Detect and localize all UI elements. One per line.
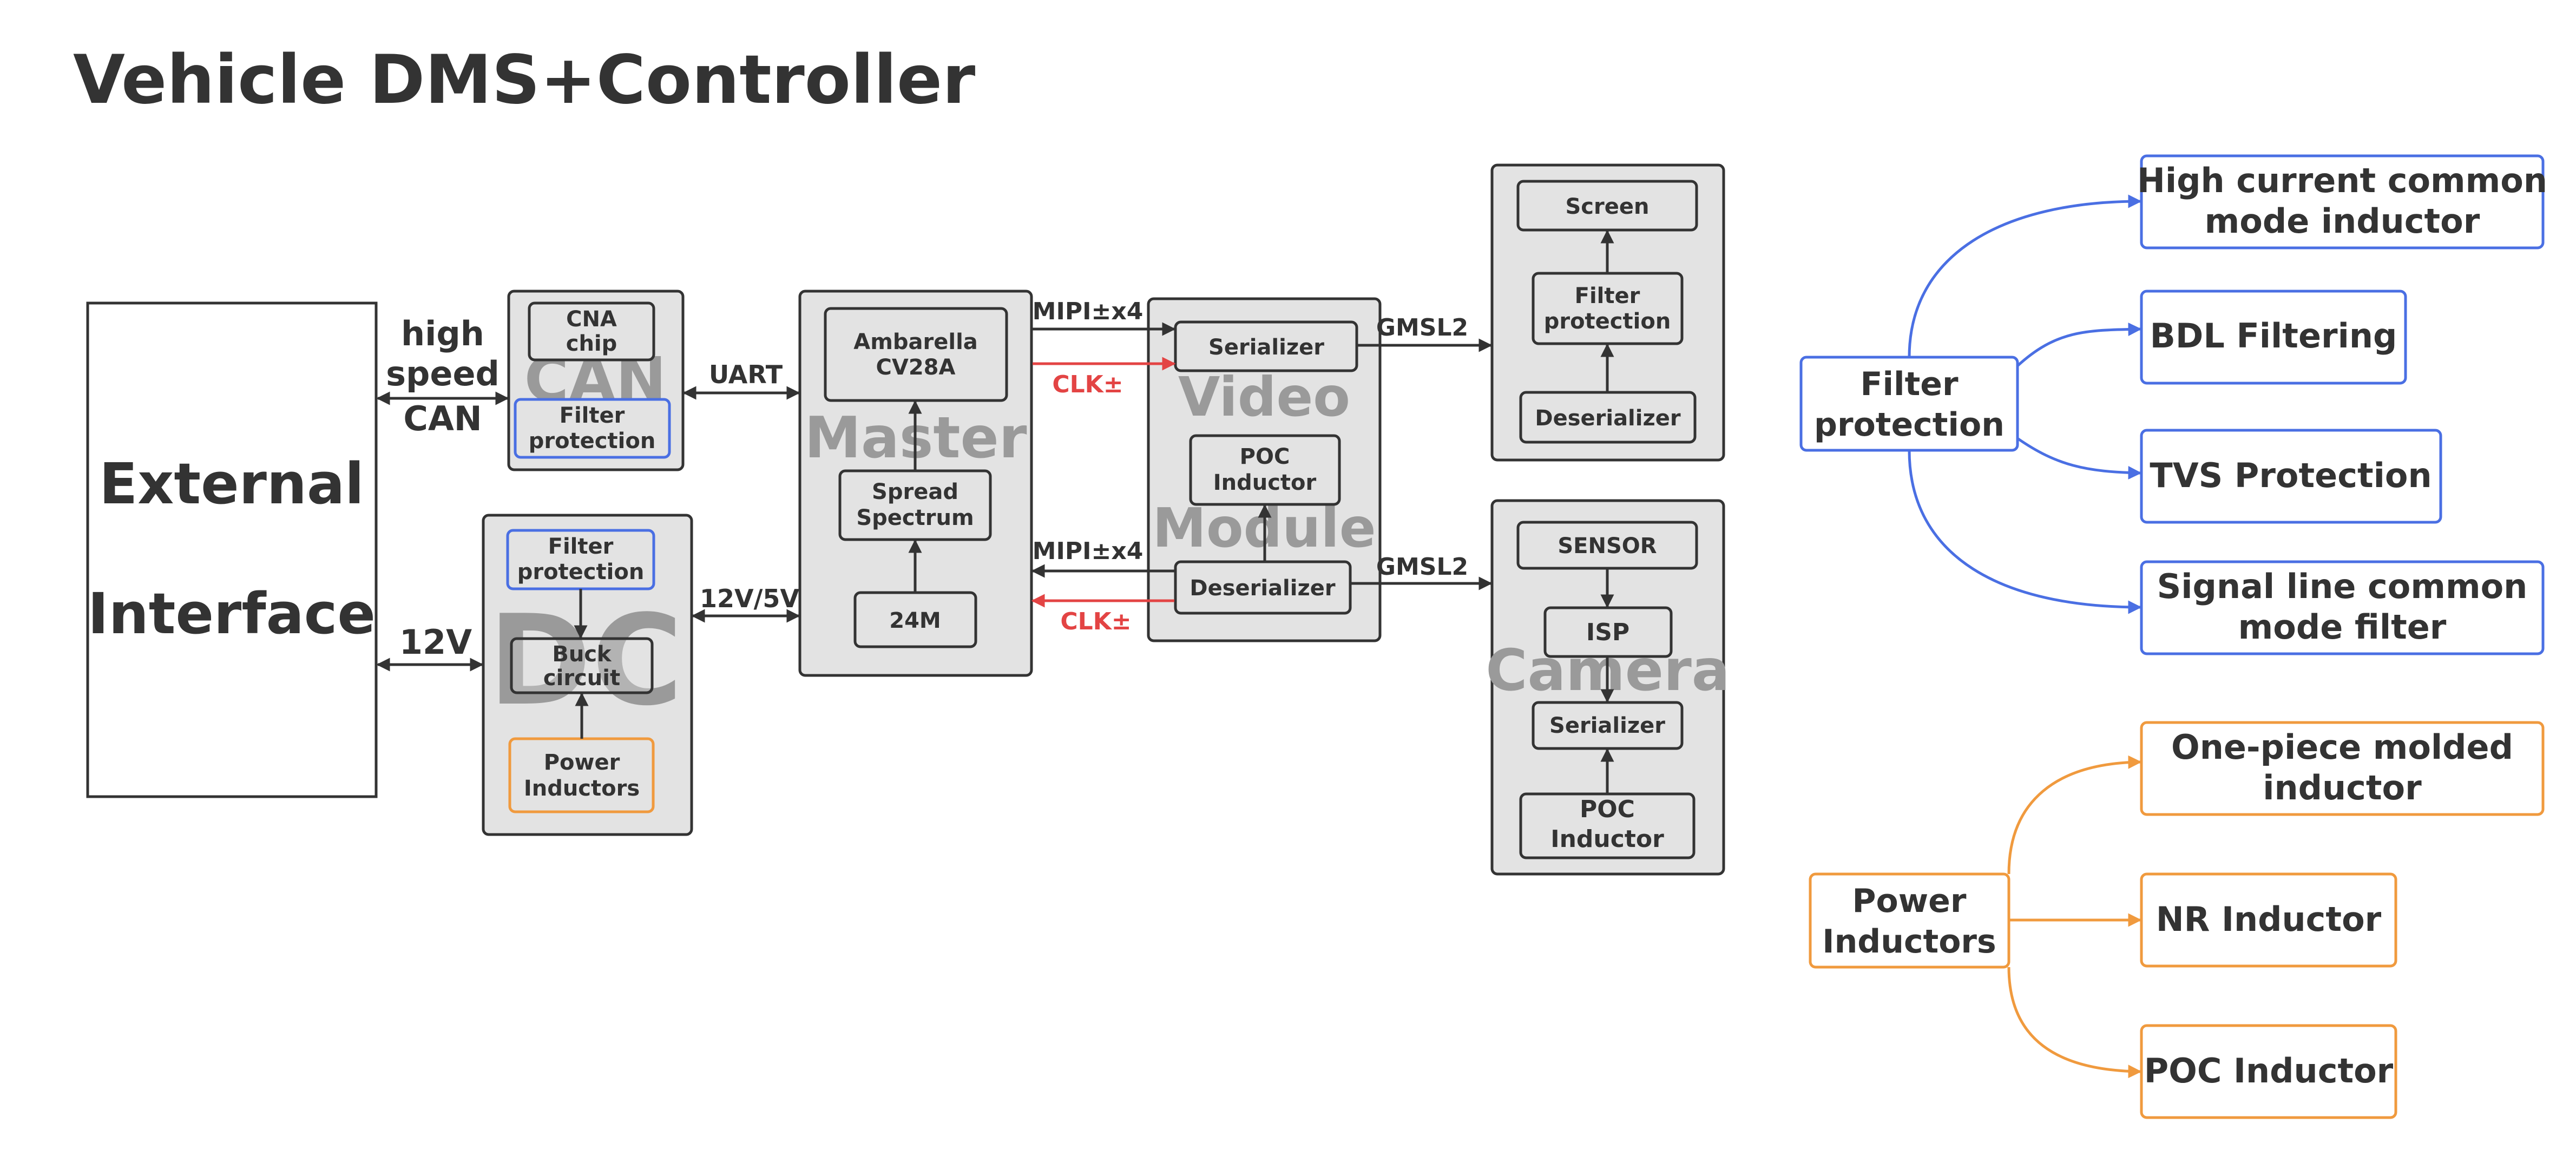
legend-filter-root-label-1: Filter	[1860, 365, 1958, 403]
link-can-label-2: speed	[386, 354, 500, 393]
clock-24m-label: 24M	[889, 608, 941, 633]
buck-label-2: circuit	[543, 666, 620, 691]
legend-filter-item-4	[2140, 560, 2545, 655]
screen-filter-label-1: Filter	[1575, 284, 1640, 308]
soc-label-1: Ambarella	[853, 330, 978, 354]
legend-power-item-3-label: POC Inductor	[2144, 1051, 2394, 1091]
can-filter-label-2: protection	[529, 429, 656, 454]
soc-label-2: CV28A	[876, 355, 956, 380]
legend-power-root-label-2: Inductors	[1822, 923, 1996, 961]
legend-filter-connector-2	[2016, 322, 2142, 367]
dc-filter-label-2: protection	[517, 560, 645, 584]
external-interface-label-2: Interface	[88, 581, 376, 647]
dc-watermark: DC	[488, 589, 683, 733]
legend-filter-connector-4	[1908, 450, 2142, 614]
spread-label-1: Spread	[872, 480, 958, 504]
dc-inductors-label-1: Power	[544, 750, 620, 775]
legend-power-connector-3	[2007, 967, 2142, 1079]
legend-power-item-2-label: NR Inductor	[2156, 899, 2382, 939]
can-chip-block	[528, 301, 655, 362]
legend-filter-item-3	[2140, 429, 2442, 524]
legend-filter-item-4-label-2: mode filter	[2238, 607, 2447, 647]
legend-filter-root-label-2: protection	[1814, 406, 2005, 444]
link-can-label-3: CAN	[403, 399, 482, 438]
legend-filter-item-1-label-1: High current common	[2137, 161, 2547, 200]
isp-label: ISP	[1586, 619, 1629, 646]
screen-label: Screen	[1566, 194, 1650, 219]
legend-filter-connector-1	[1908, 194, 2142, 358]
external-interface-block	[86, 301, 378, 798]
link-mipi-bottom-label: MIPI±x4	[1033, 537, 1144, 565]
link-12v-label: 12V	[399, 622, 472, 662]
legend-power-item-3	[2140, 1024, 2397, 1119]
video-deserializer-block	[1174, 560, 1352, 615]
can-filter-label-1: Filter	[560, 403, 625, 428]
camera-poc-label-1: POC	[1580, 796, 1635, 823]
link-mipi-top-label: MIPI±x4	[1033, 298, 1144, 325]
legend-filter-item-1	[2140, 154, 2545, 249]
can-chip-label-2: chip	[566, 331, 617, 356]
link-clk-bottom-label: CLK±	[1060, 608, 1131, 635]
video-watermark-1: Video	[1178, 365, 1350, 429]
video-poc-label-1: POC	[1240, 444, 1290, 469]
dc-filter-label-1: Filter	[548, 534, 614, 559]
legend-power-item-1-label-1: One-piece molded	[2171, 727, 2513, 767]
soc-block	[824, 307, 1008, 402]
legend-power-root-label-1: Power	[1852, 882, 1967, 920]
legend-filter-item-2-label: BDL Filtering	[2150, 316, 2397, 356]
legend-power-item-1	[2140, 721, 2545, 816]
legend-filter-item-4-label-1: Signal line common	[2157, 567, 2528, 606]
page-title: Vehicle DMS+Controller	[73, 41, 975, 119]
legend-power-connector-1	[2007, 755, 2142, 875]
spread-label-2: Spectrum	[856, 505, 974, 530]
video-serializer-label: Serializer	[1208, 335, 1324, 360]
can-chip-label-1: CNA	[566, 307, 617, 332]
camera-serializer-label: Serializer	[1549, 713, 1665, 738]
sensor-label: SENSOR	[1558, 534, 1657, 559]
legend-power-item-2	[2140, 872, 2397, 968]
link-clk-top-label: CLK±	[1052, 371, 1123, 398]
screen-deserializer-label: Deserializer	[1535, 406, 1681, 431]
legend-power-item-1-label-2: inductor	[2263, 768, 2422, 807]
external-interface-label-1: External	[99, 451, 364, 517]
can-filter-protection-block	[514, 398, 671, 459]
buck-label-1: Buck	[552, 642, 612, 667]
video-deserializer-label: Deserializer	[1190, 576, 1336, 601]
link-12v-5v-label: 12V/5V	[700, 584, 799, 613]
legend-filter-item-2	[2140, 290, 2407, 385]
link-gmsl-bottom-label: GMSL2	[1376, 553, 1468, 581]
legend-filter-item-3-label: TVS Protection	[2150, 456, 2432, 495]
legend-filter-connector-3	[2016, 437, 2142, 480]
dc-inductors-label-2: Inductors	[524, 776, 640, 801]
link-uart-label: UART	[709, 360, 783, 389]
link-gmsl-top-label: GMSL2	[1376, 314, 1468, 341]
link-can-label-1: high	[401, 314, 484, 353]
legend-filter-item-1-label-2: mode inductor	[2205, 201, 2480, 241]
screen-filter-label-2: protection	[1544, 309, 1671, 334]
video-poc-label-2: Inductor	[1213, 470, 1317, 495]
camera-poc-label-2: Inductor	[1550, 825, 1664, 853]
